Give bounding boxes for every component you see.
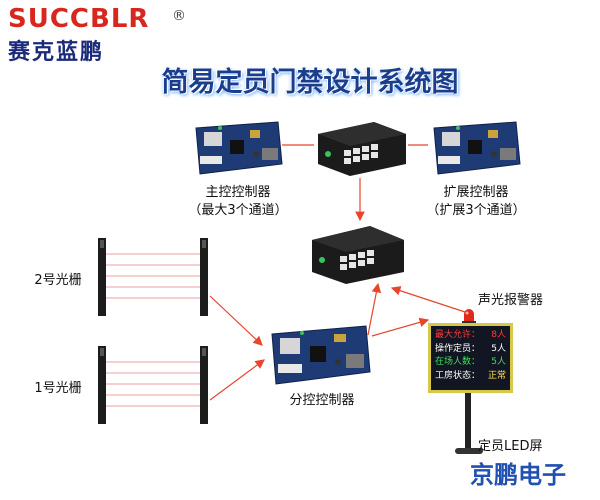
led-value-max: 8人 bbox=[491, 330, 506, 340]
link-subcontroller-switch bbox=[367, 282, 382, 336]
main-controller-board bbox=[195, 121, 283, 175]
led-key-max: 最大允许： bbox=[435, 330, 481, 340]
led-value-present: 5人 bbox=[491, 357, 506, 367]
sub-controller-label: 分控控制器 bbox=[289, 393, 355, 408]
expand-controller-board bbox=[433, 121, 521, 175]
sub-controller-board bbox=[271, 325, 371, 385]
footer-brand-text: 京鹏电子 bbox=[470, 461, 566, 489]
led-row-operating: 操作定员： 5人 bbox=[435, 343, 506, 357]
led-row-status: 工房状态： 正常 bbox=[435, 370, 506, 384]
link-alarm-switch bbox=[390, 286, 466, 313]
link-subcontroller-led bbox=[371, 317, 430, 337]
main-controller-label-line2: （最大3个通道） bbox=[188, 203, 288, 218]
led-display-screen: 最大允许： 8人 操作定员： 5人 在场人数： 5人 工房状态： 正常 bbox=[428, 323, 513, 393]
led-pole bbox=[465, 393, 471, 451]
brand-logo-text: SUCCBLR bbox=[8, 4, 150, 34]
link-grating1-subcontroller bbox=[209, 359, 265, 401]
alarm-light-icon bbox=[462, 309, 476, 324]
led-screen-label: 定员LED屏 bbox=[478, 439, 543, 454]
network-switch-top bbox=[318, 122, 406, 176]
led-row-max: 最大允许： 8人 bbox=[435, 329, 506, 343]
main-controller-label-line1: 主控控制器 bbox=[205, 185, 271, 200]
page-title: 简易定员门禁设计系统图 bbox=[161, 67, 459, 98]
link-grating2-subcontroller bbox=[209, 295, 263, 346]
led-key-operating: 操作定员： bbox=[435, 343, 481, 354]
light-grating-1 bbox=[98, 346, 208, 424]
led-key-present: 在场人数： bbox=[435, 357, 481, 367]
registered-mark: ® bbox=[172, 8, 186, 24]
led-key-status: 工房状态： bbox=[435, 370, 481, 381]
led-row-present: 在场人数： 5人 bbox=[435, 356, 506, 370]
grating-2-label: 2号光栅 bbox=[34, 273, 82, 288]
expand-controller-label-line2: （扩展3个通道） bbox=[426, 203, 526, 218]
led-value-operating: 5人 bbox=[491, 343, 506, 354]
expand-controller-label-line1: 扩展控制器 bbox=[443, 185, 509, 200]
led-pole-base bbox=[455, 448, 483, 454]
grating-1-label: 1号光栅 bbox=[34, 381, 82, 396]
brand-cn-name: 赛克蓝鹏 bbox=[8, 39, 105, 65]
alarm-label: 声光报警器 bbox=[478, 293, 544, 308]
light-grating-2 bbox=[98, 238, 208, 316]
network-switch-bottom bbox=[312, 226, 404, 284]
led-value-status: 正常 bbox=[487, 370, 506, 381]
